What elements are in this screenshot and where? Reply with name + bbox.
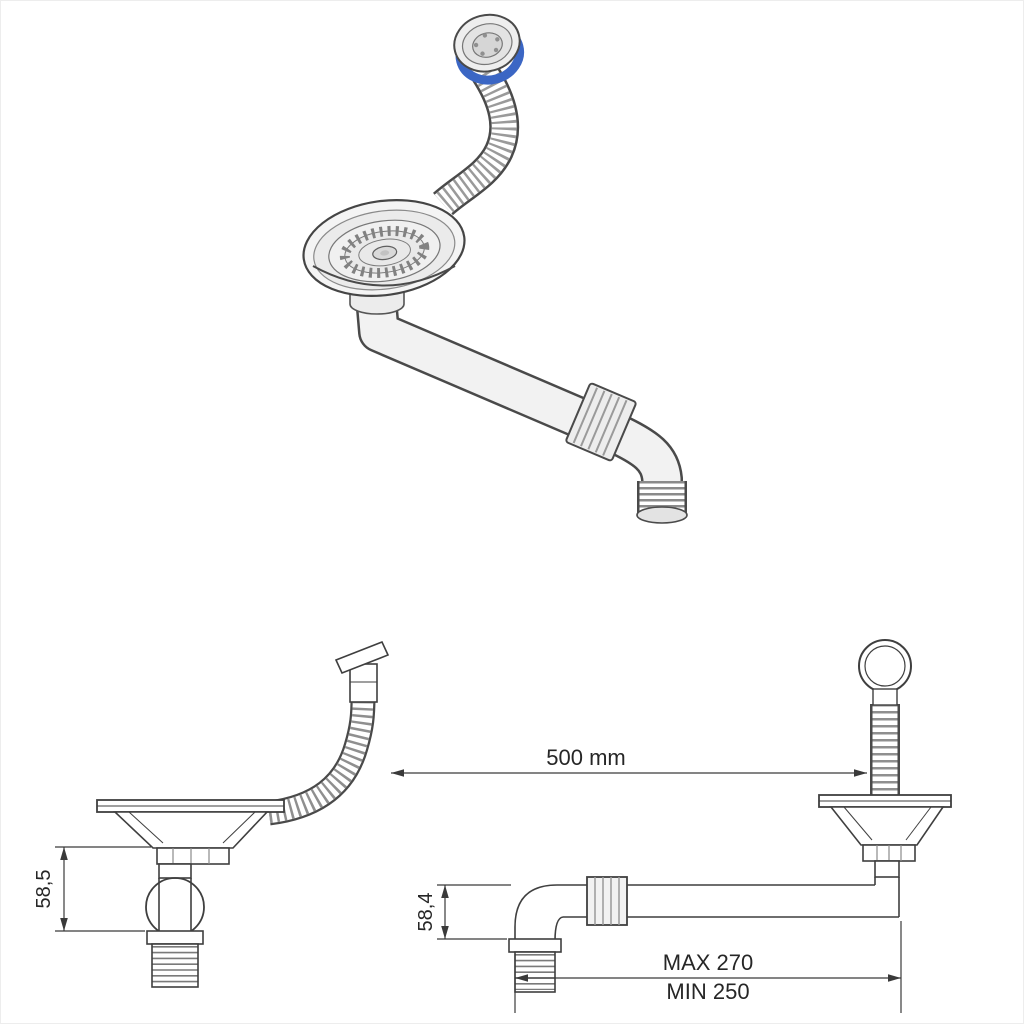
installation-side-view: 58,4 MAX 270 MIN 250 xyxy=(415,639,952,1013)
overflow-head-right xyxy=(858,639,912,706)
drain-pipe-right xyxy=(508,876,900,993)
product-3d-view xyxy=(302,13,688,524)
overflow-hose-left-icon xyxy=(267,696,376,826)
strainer-body-left xyxy=(96,799,285,879)
length-dimension-maxmin: MAX 270 MIN 250 xyxy=(514,921,902,1013)
overflow-hose-3d-icon xyxy=(433,64,520,216)
overflow-knob-3d xyxy=(453,13,525,85)
height-label-right: 58,4 xyxy=(415,893,437,932)
drain-pipe-3d xyxy=(355,276,688,524)
pipe-min-label: MIN 250 xyxy=(666,979,749,1004)
height-label-left: 58,5 xyxy=(33,870,55,909)
height-dimension-right: 58,4 xyxy=(415,884,511,940)
overflow-fitting-left xyxy=(334,640,390,703)
height-dimension-left: 58,5 xyxy=(33,846,151,932)
coupling-nut-3d xyxy=(565,382,637,462)
hose-length-dimension: 500 mm xyxy=(391,745,867,777)
strainer-side-view: 58,5 xyxy=(33,640,390,988)
hose-length-label: 500 mm xyxy=(546,745,625,770)
trap-left xyxy=(145,877,205,988)
strainer-3d xyxy=(302,199,466,315)
pipe-max-label: MAX 270 xyxy=(663,950,754,975)
strainer-body-right xyxy=(818,794,952,878)
